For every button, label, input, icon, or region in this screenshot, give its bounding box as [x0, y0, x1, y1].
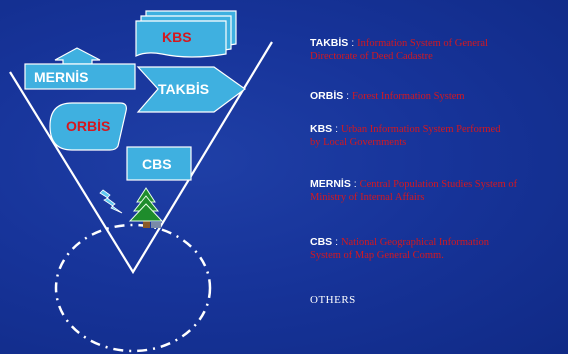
legend-entry-kbs: KBS : Urban Information System Performed…	[310, 123, 568, 149]
legend-description: National Geographical Information	[340, 237, 490, 248]
legend-abbr: ORBİS	[310, 90, 344, 102]
legend-description-cont: by Local Governments	[310, 137, 407, 148]
legend-separator: :	[332, 236, 341, 248]
legend-description: Urban Information System Performed	[340, 124, 501, 135]
cbs-label: CBS	[142, 156, 172, 172]
legend-description: Forest Information System	[352, 91, 465, 102]
legend-others: OTHERS	[310, 294, 356, 306]
legend-description: Information System of General	[357, 38, 488, 49]
cbs-box: CBS	[126, 146, 192, 181]
legend-description-cont: Directorate of Deed Cadastre	[310, 51, 433, 62]
orbis-shape: ORBİS	[49, 102, 127, 151]
takbis-label: TAKBİS	[158, 81, 209, 97]
funnel-outline	[9, 41, 273, 275]
lightning-icon	[99, 189, 123, 214]
legend-separator: :	[332, 123, 341, 135]
legend-description-cont: System of Map General Comm.	[310, 250, 444, 261]
mernis-up-arrow: MERNİS	[24, 47, 136, 90]
legend-abbr: KBS	[310, 123, 333, 135]
legend-entry-takbis: TAKBİS : Information System of General D…	[310, 37, 568, 63]
legend-abbr: MERNİS	[310, 178, 351, 190]
legend-separator: :	[350, 178, 360, 190]
tree-icon	[128, 187, 164, 228]
legend-entry-mernis: MERNİS : Central Population Studies Syst…	[310, 178, 568, 204]
takbis-right-arrow: TAKBİS	[136, 66, 247, 113]
kbs-label: KBS	[162, 29, 192, 45]
kbs-document-stack: KBS	[135, 10, 237, 58]
dashed-ellipse	[54, 223, 212, 353]
legend-separator: :	[348, 37, 358, 49]
legend-entry-orbis: ORBİS : Forest Information System	[310, 90, 568, 103]
orbis-label: ORBİS	[66, 118, 110, 134]
legend-description-cont: Ministry of Internal Affairs	[310, 192, 425, 203]
legend-entry-cbs: CBS : National Geographical Information …	[310, 236, 568, 262]
legend-abbr: TAKBİS	[310, 37, 349, 49]
legend-separator: :	[343, 90, 353, 102]
mernis-label: MERNİS	[34, 69, 88, 85]
legend-description: Central Population Studies System of	[359, 179, 518, 190]
legend-abbr: CBS	[310, 236, 333, 248]
